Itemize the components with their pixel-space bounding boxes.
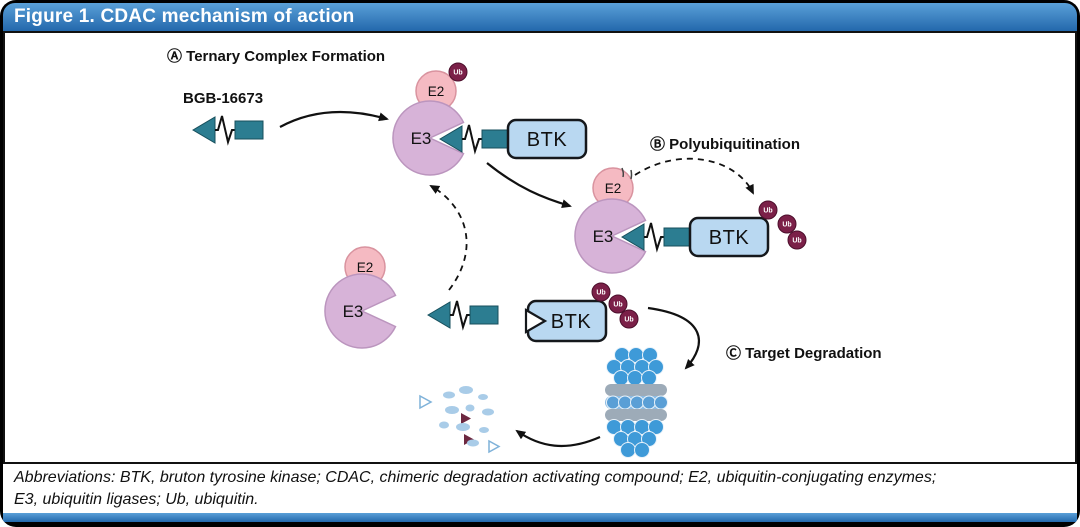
- binder-block-icon: [481, 129, 511, 149]
- btk-protein-box: [688, 216, 770, 258]
- binder-triangle-icon: [427, 301, 451, 329]
- arrow-ternary-to-polyubiquitination: [486, 162, 572, 209]
- fragment-blob: [439, 421, 449, 429]
- e2-label: E2: [428, 84, 445, 99]
- ubiquitin-circle: [758, 200, 778, 220]
- fragment-blob: [445, 406, 459, 414]
- step-c-label: Ⓒ Target Degradation: [726, 345, 882, 362]
- binder-linker-icon: [644, 222, 664, 253]
- diagram-panel: [3, 31, 1077, 464]
- ubiquitin-label: Ub: [624, 317, 633, 324]
- dashed-arrow-ubiquitin-transfer: [634, 157, 754, 195]
- fragment-blob: [467, 439, 479, 447]
- btk-protein-box: [506, 118, 588, 160]
- bgb-16673-molecule: [192, 115, 264, 146]
- fragment-blob: [482, 408, 494, 416]
- ubiquitin-circle: [448, 62, 468, 82]
- caption-line-1: Abbreviations: BTK, bruton tyrosine kina…: [14, 469, 937, 486]
- ubiquitin-label: Ub: [613, 302, 622, 309]
- fragment-blob: [456, 423, 470, 431]
- ternary-complex: Ub E2 E3 BTK: [392, 62, 588, 176]
- ubiquitin-label: Ub: [763, 208, 772, 215]
- ubiquitin-chain: Ub Ub Ub: [591, 282, 639, 329]
- arrow-btk-to-proteasome: [647, 306, 701, 370]
- e3-ligase-pacman: [574, 198, 647, 274]
- ubiquitin-circle: [777, 214, 797, 234]
- binder-block-icon: [469, 305, 499, 325]
- e3-label: E3: [411, 129, 432, 148]
- fragment-blob: [443, 391, 455, 399]
- e3-ligase-pacman: [324, 273, 397, 349]
- activity-tick-mark: [630, 169, 633, 180]
- molecule-name-label: BGB-16673: [183, 90, 264, 107]
- ubiquitin-label: Ub: [596, 290, 605, 297]
- ubiquitin-label: Ub: [782, 222, 791, 229]
- binder-in-complex: [439, 124, 511, 155]
- btk-binding-notch: [524, 308, 548, 334]
- fragment-outline-triangle: [488, 439, 501, 454]
- ubiquitin-label: Ub: [453, 70, 462, 77]
- fragment-dark-triangle: [461, 413, 471, 424]
- binder-triangle-icon: [192, 116, 216, 144]
- proteasome-band: [605, 409, 667, 421]
- step-a-label: Ⓐ Ternary Complex Formation: [167, 48, 386, 65]
- fragment-blob: [478, 394, 488, 400]
- ubiquitin-label: Ub: [792, 238, 801, 245]
- dashed-arrow-e3-recycling: [429, 185, 468, 291]
- e3-label: E3: [593, 227, 614, 246]
- released-e3-e2-complex: E2 E3: [324, 246, 397, 349]
- figure-title: Figure 1. CDAC mechanism of action: [14, 6, 355, 27]
- ubiquitin-circle: [619, 309, 639, 329]
- proteasome: [605, 347, 668, 458]
- fragment-blob: [465, 404, 475, 412]
- step-b-label: Ⓑ Polyubiquitination: [650, 136, 800, 153]
- e2-label: E2: [357, 260, 374, 275]
- bottom-accent-bar: [3, 513, 1077, 522]
- caption-line-2: E3, ubiquitin ligases; Ub, ubiquitin.: [14, 491, 259, 508]
- ubiquitin-chain: Ub Ub Ub: [758, 200, 807, 250]
- binder-linker-icon: [450, 300, 470, 331]
- binder-block-icon: [663, 227, 693, 247]
- btk-label: BTK: [709, 227, 750, 249]
- binder-block-icon: [234, 120, 264, 140]
- ubiquitin-circle: [787, 230, 807, 250]
- ub-badge: Ub: [448, 62, 468, 82]
- btk-label: BTK: [527, 129, 568, 151]
- fragment-blob: [459, 386, 473, 394]
- proteasome-band: [605, 384, 667, 396]
- ubiquitin-circle: [591, 282, 611, 302]
- e3-ligase-pacman: [392, 100, 465, 176]
- abbreviations-caption: Abbreviations: BTK, bruton tyrosine kina…: [3, 464, 1077, 513]
- ubiquitin-circle: [608, 294, 628, 314]
- fragment-blob: [479, 427, 489, 433]
- fragment-dark-triangle: [464, 434, 474, 445]
- polyubiquitination-complex: E2 E3 BTK Ub Ub Ub: [574, 167, 807, 274]
- released-binder-molecule: [427, 300, 499, 331]
- binder-linker-icon: [462, 124, 482, 155]
- e3-label: E3: [343, 302, 364, 321]
- btk-label: BTK: [551, 311, 592, 333]
- arrow-molecule-to-ternary-complex: [279, 110, 389, 128]
- figure-title-bar: Figure 1. CDAC mechanism of action: [3, 3, 1077, 31]
- fragment-outline-triangle: [419, 394, 433, 410]
- degraded-fragments: [419, 386, 501, 454]
- e2-label: E2: [605, 181, 622, 196]
- binder-in-complex: [621, 222, 693, 253]
- binder-linker-icon: [215, 115, 235, 146]
- polyubiquitinated-btk: BTK Ub Ub Ub: [524, 282, 639, 343]
- arrow-proteasome-to-fragments: [515, 429, 601, 448]
- activity-tick-mark: [621, 167, 625, 178]
